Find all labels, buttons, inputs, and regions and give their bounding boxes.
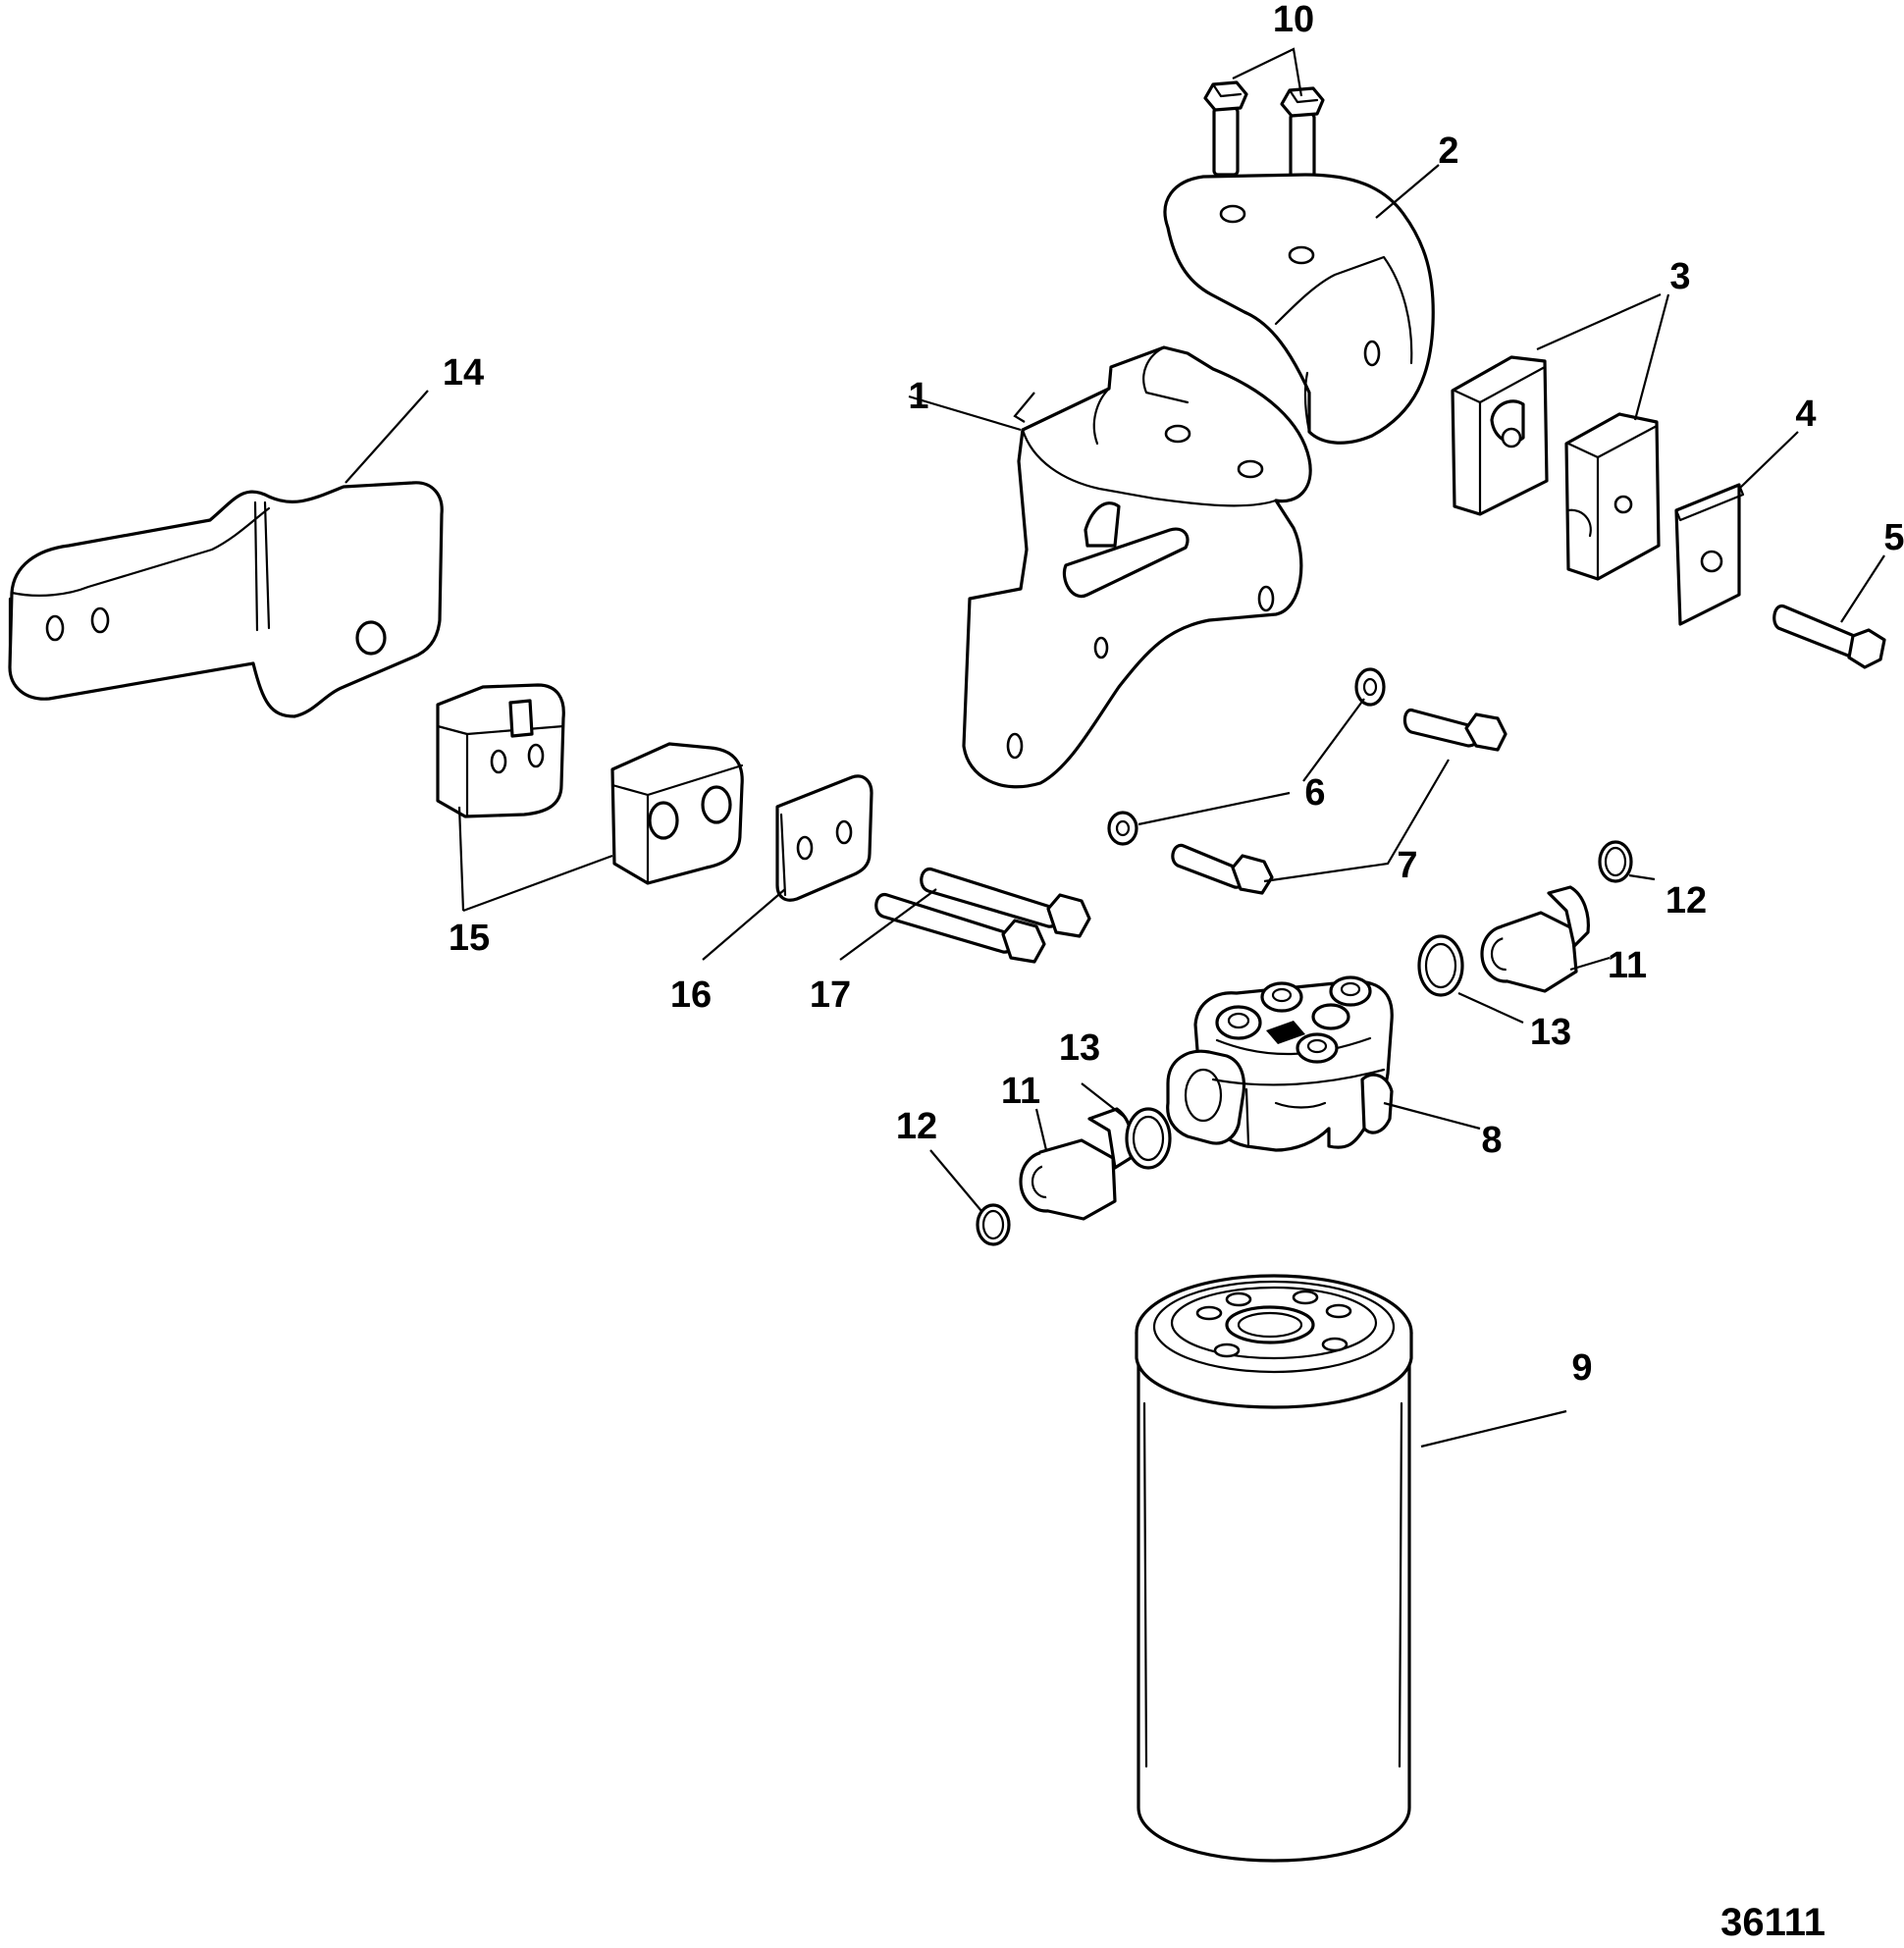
part-10-bolts xyxy=(1203,80,1325,183)
callout-13-left: 13 xyxy=(1059,1027,1100,1069)
part-13-o-rings xyxy=(1125,934,1464,1170)
part-5-bolt xyxy=(1772,604,1886,669)
part-12-o-rings xyxy=(976,840,1633,1246)
figure-number: 36111 xyxy=(1720,1901,1825,1944)
part-4-flat-plate xyxy=(1674,483,1745,626)
callout-4: 4 xyxy=(1795,394,1816,435)
bolt-7-lower xyxy=(1171,843,1274,895)
callout-labels: 10 2 3 4 5 14 1 6 7 12 11 15 16 17 13 13… xyxy=(443,0,1904,1389)
callout-3: 3 xyxy=(1669,256,1690,297)
callout-5: 5 xyxy=(1883,517,1904,558)
callout-6: 6 xyxy=(1304,772,1325,814)
part-6-washers xyxy=(1107,667,1386,846)
callout-17: 17 xyxy=(810,974,851,1016)
part-8-filter-head xyxy=(1166,975,1394,1152)
part-3-isolator-blocks xyxy=(1451,355,1661,581)
callout-1: 1 xyxy=(908,376,928,417)
part-7-bolts xyxy=(1171,709,1507,895)
part-17-long-bolts xyxy=(874,868,1091,964)
callout-12-right: 12 xyxy=(1666,880,1707,921)
callout-2: 2 xyxy=(1438,131,1458,172)
callout-15: 15 xyxy=(449,918,490,959)
part-16-small-plate xyxy=(775,774,873,902)
part-1-mounting-bracket xyxy=(962,345,1312,789)
bolt-7-upper xyxy=(1402,709,1507,752)
callout-11-left: 11 xyxy=(1001,1071,1040,1112)
long-bolt-17-upper xyxy=(920,868,1091,938)
callout-10: 10 xyxy=(1273,0,1314,40)
callout-13-right: 13 xyxy=(1530,1012,1571,1053)
isolator-block-3a xyxy=(1451,355,1549,516)
part-15-isolator-blocks xyxy=(436,683,744,885)
callout-12-left: 12 xyxy=(896,1106,937,1147)
callout-9: 9 xyxy=(1571,1347,1592,1389)
filter-head-bosses xyxy=(1215,975,1372,1064)
bolt-10-left xyxy=(1203,80,1248,177)
part-2-angle-bracket xyxy=(1163,173,1435,445)
bolt-10-right xyxy=(1280,86,1325,183)
part-9-filter-element xyxy=(1135,1274,1413,1863)
callout-7: 7 xyxy=(1397,845,1417,886)
part-14-long-bracket xyxy=(8,481,444,718)
leader-lines xyxy=(344,47,1885,1448)
fitting-11-left xyxy=(1019,1107,1135,1221)
part-11-fittings xyxy=(1019,885,1590,1221)
isolator-block-15a xyxy=(436,683,565,818)
isolator-block-3b xyxy=(1564,412,1661,581)
callout-16: 16 xyxy=(670,974,712,1016)
isolator-block-15b xyxy=(610,742,744,885)
callout-14: 14 xyxy=(443,352,484,394)
fitting-11-right xyxy=(1480,885,1590,993)
callout-8: 8 xyxy=(1481,1120,1502,1161)
callout-11-right: 11 xyxy=(1608,945,1647,986)
